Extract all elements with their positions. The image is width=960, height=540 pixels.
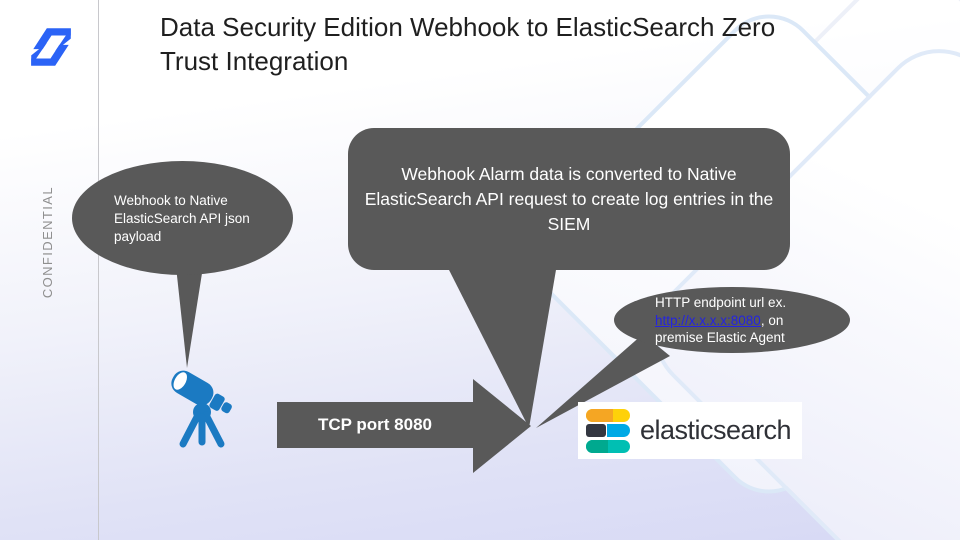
endpoint-text-suffix: , on premise Elastic Agent [655, 312, 785, 346]
payload-callout-text: Webhook to Native ElasticSearch API json… [114, 193, 250, 244]
elasticsearch-wordmark: elasticsearch [640, 415, 792, 445]
endpoint-callout-bubble: HTTP endpoint url ex. http://x.x.x.x:808… [614, 287, 850, 353]
endpoint-text-prefix: HTTP endpoint url ex. [655, 295, 787, 310]
conversion-callout-text: Webhook Alarm data is converted to Nativ… [364, 163, 774, 234]
payload-callout-bubble: Webhook to Native ElasticSearch API json… [72, 161, 293, 275]
endpoint-url-link[interactable]: http://x.x.x.x:8080 [655, 312, 761, 328]
tcp-arrow-head [473, 379, 531, 473]
elasticsearch-logo-icon [586, 408, 630, 453]
tcp-arrow-body: TCP port 8080 [277, 402, 473, 448]
company-logo-icon [31, 28, 71, 66]
telescope-icon [171, 370, 232, 448]
page-title: Data Security Edition Webhook to Elastic… [160, 12, 776, 76]
left-margin-divider [98, 0, 99, 540]
tcp-arrow-label: TCP port 8080 [317, 415, 432, 434]
endpoint-callout-text: HTTP endpoint url ex. http://x.x.x.x:808… [655, 294, 823, 347]
elasticsearch-logo-box: elasticsearch [578, 402, 802, 459]
conversion-callout-bubble: Webhook Alarm data is converted to Nativ… [348, 128, 790, 270]
confidential-watermark: CONFIDENTIAL [40, 186, 55, 299]
